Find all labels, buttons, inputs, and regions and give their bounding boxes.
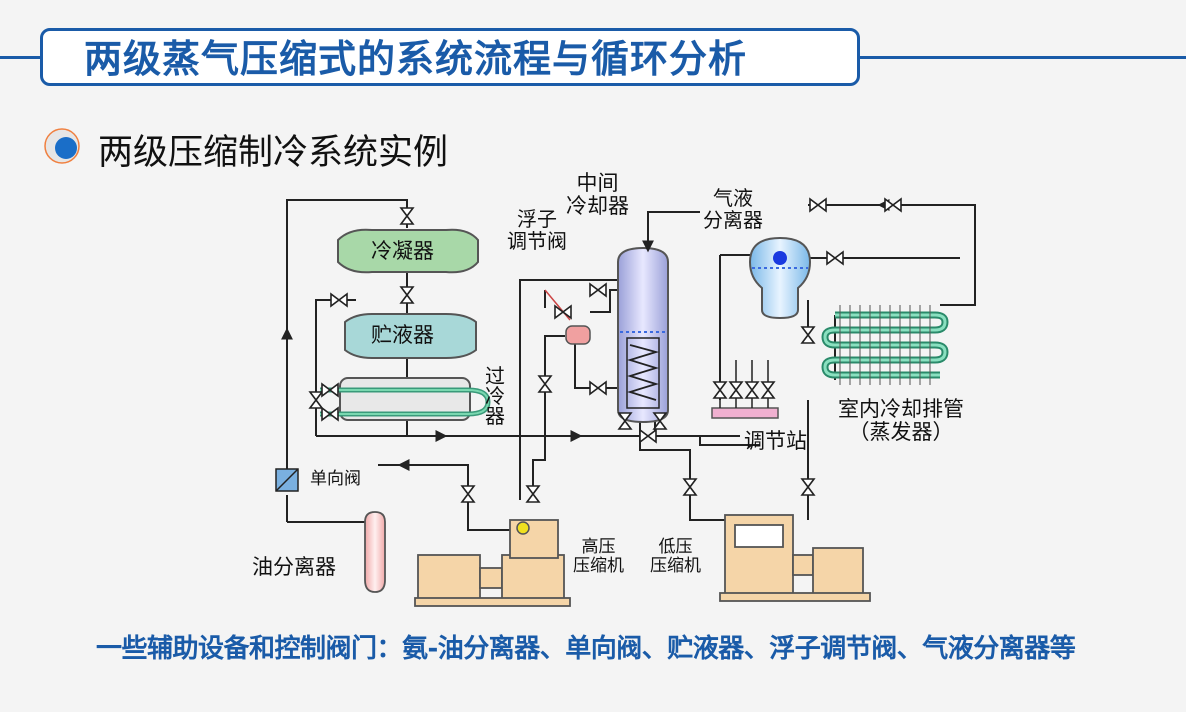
title-frame: [40, 28, 860, 86]
footer-note: 一些辅助设备和控制阀门：氨-油分离器、单向阀、贮液器、浮子调节阀、气液分离器等: [96, 634, 1076, 664]
label-lp-compressor: 低压 压缩机: [650, 537, 701, 576]
page-title: 两级蒸气压缩式的系统流程与循环分析: [84, 37, 748, 81]
label-evaporator: 室内冷却排管 （蒸发器）: [838, 397, 964, 445]
title-rule-right: [860, 56, 1186, 59]
label-hp-compressor: 高压 压缩机: [573, 537, 624, 576]
label-station: 调节站: [744, 429, 807, 453]
label-receiver: 贮液器: [371, 323, 434, 347]
label-check-valve: 单向阀: [310, 469, 361, 489]
label-condenser: 冷凝器: [371, 239, 434, 263]
label-subcooler: 过 冷 器: [485, 364, 505, 428]
condenser-vessel: [337, 228, 479, 274]
label-float-valve: 浮子 调节阀: [507, 207, 567, 253]
label-intercooler: 中间 冷却器: [566, 171, 629, 219]
label-oil-separator: 油分离器: [252, 555, 336, 579]
title-rule-left: [0, 56, 40, 59]
section-subtitle: 两级压缩制冷系统实例: [98, 133, 449, 173]
label-separator: 气液 分离器: [703, 186, 763, 232]
bullet-icon: [44, 128, 80, 164]
